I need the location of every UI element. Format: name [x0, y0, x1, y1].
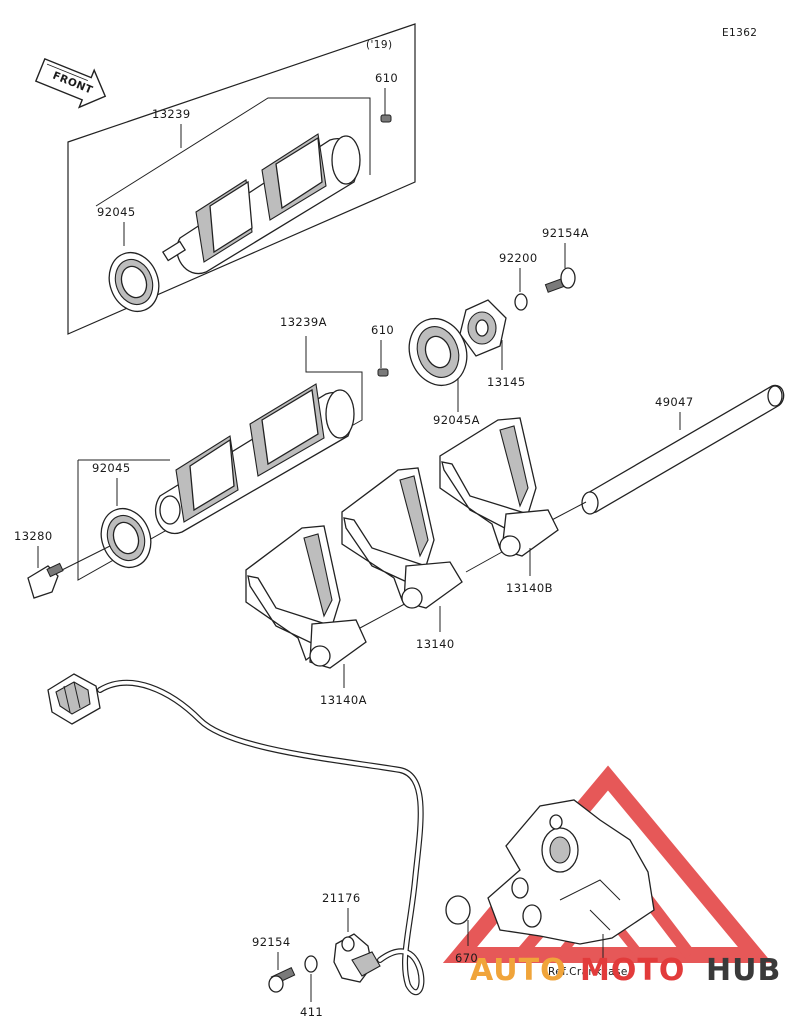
watermark-part-auto: AUTO [470, 953, 567, 988]
label-610-top: 610 [375, 71, 398, 85]
diagram-code: E1362 [722, 27, 757, 39]
shift-cam-13145 [459, 299, 507, 357]
screw-92154A [544, 267, 576, 293]
label-92045A: 92045A [433, 413, 480, 427]
variant-box-outline [67, 23, 416, 335]
variant-note: ('19) [366, 39, 392, 51]
label-13145: 13145 [487, 375, 526, 389]
label-49047: 49047 [655, 395, 694, 409]
pin-610-mid [377, 368, 389, 377]
shift-drum-13239A [154, 383, 355, 535]
ref-crankcase-label: Ref.Crankcase [548, 966, 628, 978]
bolt-92154 [268, 967, 296, 993]
label-13140B: 13140B [506, 581, 553, 595]
watermark-text: AUTO MOTO HUB [470, 953, 781, 988]
sensor-21176 [333, 933, 381, 983]
bearing-92045-top [108, 251, 160, 313]
watermark-part-hub: HUB [706, 953, 781, 988]
label-411: 411 [300, 1005, 323, 1019]
shift-drum-top [161, 133, 361, 275]
shift-fork-13140A [245, 525, 367, 669]
washer-92200 [514, 293, 528, 311]
wire-connector-icon [47, 673, 101, 725]
label-21176: 21176 [322, 891, 361, 905]
label-13140A: 13140A [320, 693, 367, 707]
bearing-92045A [408, 317, 468, 387]
label-92154A: 92154A [542, 226, 589, 240]
pin-610-top [380, 114, 392, 123]
label-92154: 92154 [252, 935, 291, 949]
label-92045-mid: 92045 [92, 461, 131, 475]
label-610-mid: 610 [371, 323, 394, 337]
sensor-wire-harness [97, 679, 425, 996]
shift-fork-13140 [341, 467, 463, 609]
crankcase-reference [487, 799, 655, 945]
label-13239A: 13239A [280, 315, 327, 329]
bearing-92045-mid [100, 507, 152, 569]
label-92200: 92200 [499, 251, 538, 265]
label-13239: 13239 [152, 107, 191, 121]
label-92045-top: 92045 [97, 205, 136, 219]
watermark-part-moto: MOTO [580, 953, 685, 988]
front-arrow-icon [34, 57, 107, 109]
label-670: 670 [455, 951, 478, 965]
label-13140: 13140 [416, 637, 455, 651]
label-13280: 13280 [14, 529, 53, 543]
shift-rod-49047 [581, 384, 785, 515]
sensor-pin-13280 [27, 562, 64, 599]
oring-670 [445, 895, 471, 925]
washer-411 [304, 955, 318, 973]
shift-fork-13140B [439, 417, 559, 557]
